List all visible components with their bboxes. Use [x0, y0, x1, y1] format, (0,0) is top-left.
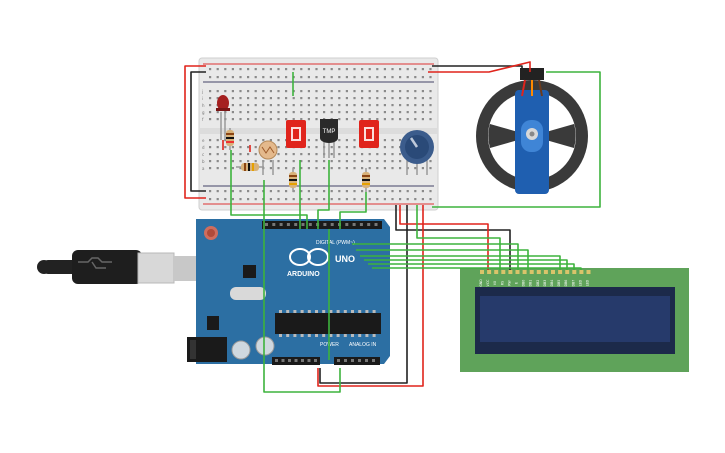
- resistor-button-right[interactable]: [362, 168, 370, 192]
- resistor-button-left[interactable]: [289, 168, 297, 192]
- lcd-pin-label: RS: [500, 281, 504, 285]
- row-letter: d: [202, 145, 205, 150]
- lcd-pin-label: DB2: [536, 280, 540, 287]
- lcd-pin-label: DB4: [550, 280, 554, 287]
- lcd-pin-label: LED: [578, 279, 582, 286]
- lcd-pin-label: DB0: [522, 280, 526, 287]
- wire-red-lcd-vcc: [399, 205, 489, 270]
- lcd-pin-label: LED: [586, 279, 590, 286]
- pushbutton-left[interactable]: [286, 120, 306, 148]
- lcd-pin-label: E: [515, 282, 519, 284]
- wire-green-lcd-v0: [416, 205, 501, 270]
- arduino-uno-board[interactable]: ARDUINO UNO DIGITAL (PWM~) POWER ANALOG …: [187, 219, 390, 365]
- wire-green-ldr-analog: [263, 180, 341, 393]
- wire-red-left-rail: [184, 65, 206, 199]
- brand-label: ARDUINO: [287, 271, 320, 278]
- chip-pins: [279, 310, 376, 337]
- lcd-pin-label: DB7: [571, 280, 575, 287]
- servo-motor[interactable]: [476, 68, 588, 194]
- lcd-pin-label: DB3: [543, 280, 547, 287]
- wire-green-tmp: [317, 160, 330, 229]
- pushbutton-right[interactable]: [359, 120, 379, 148]
- row-letter: h: [202, 103, 205, 108]
- wire-black-left-rail: [190, 71, 206, 192]
- wire-black-arduino-gnd: [319, 205, 408, 384]
- wire-green-servo-signal: [432, 71, 601, 208]
- row-letter: j: [201, 89, 203, 94]
- lcd-pin-label: RW: [507, 280, 511, 286]
- crystal: [230, 287, 266, 300]
- wire-green-button-right: [339, 192, 367, 229]
- wire-green-lcd-rs: [352, 243, 519, 270]
- row-letter: e: [202, 138, 205, 143]
- row-letter: g: [202, 110, 205, 115]
- row-letter: b: [202, 159, 205, 164]
- wire-black-servo-gnd: [432, 65, 523, 72]
- lcd-screen: [480, 296, 670, 342]
- wire-green-led-signal: [230, 150, 308, 229]
- microcontroller-chip: [275, 313, 381, 334]
- analog-header[interactable]: [334, 357, 380, 365]
- digital-label: DIGITAL (PWM~): [316, 240, 355, 246]
- lcd-pin-label: GND: [479, 279, 483, 287]
- lcd-pin-label: VCC: [486, 279, 490, 286]
- lcd-pin-label: DB5: [557, 280, 561, 287]
- wire-red-arduino-5v: [317, 205, 424, 387]
- led-red[interactable]: [216, 95, 230, 140]
- row-letter: i: [202, 96, 203, 101]
- wire-red-servo-vcc: [428, 61, 531, 73]
- model-label: UNO: [335, 254, 355, 264]
- temperature-sensor[interactable]: TMP: [320, 119, 338, 158]
- tmp-label: TMP: [323, 129, 336, 135]
- analog-label: ANALOG IN: [349, 342, 377, 348]
- arduino-logo: ARDUINO UNO: [287, 248, 355, 278]
- resistor-led[interactable]: [226, 128, 234, 150]
- row-letter: f: [202, 117, 204, 122]
- row-letter: c: [202, 152, 204, 157]
- lcd-pin-label: DB1: [529, 280, 533, 287]
- wires: [184, 61, 601, 393]
- potentiometer[interactable]: [400, 130, 434, 175]
- usb-cable[interactable]: [37, 250, 196, 284]
- lcd-pin-label: DB6: [564, 280, 568, 287]
- digital-header[interactable]: [262, 221, 382, 229]
- row-letter: a: [202, 166, 205, 171]
- lcd-pin-label: V0: [493, 281, 497, 285]
- resistor-ldr[interactable]: [236, 163, 264, 171]
